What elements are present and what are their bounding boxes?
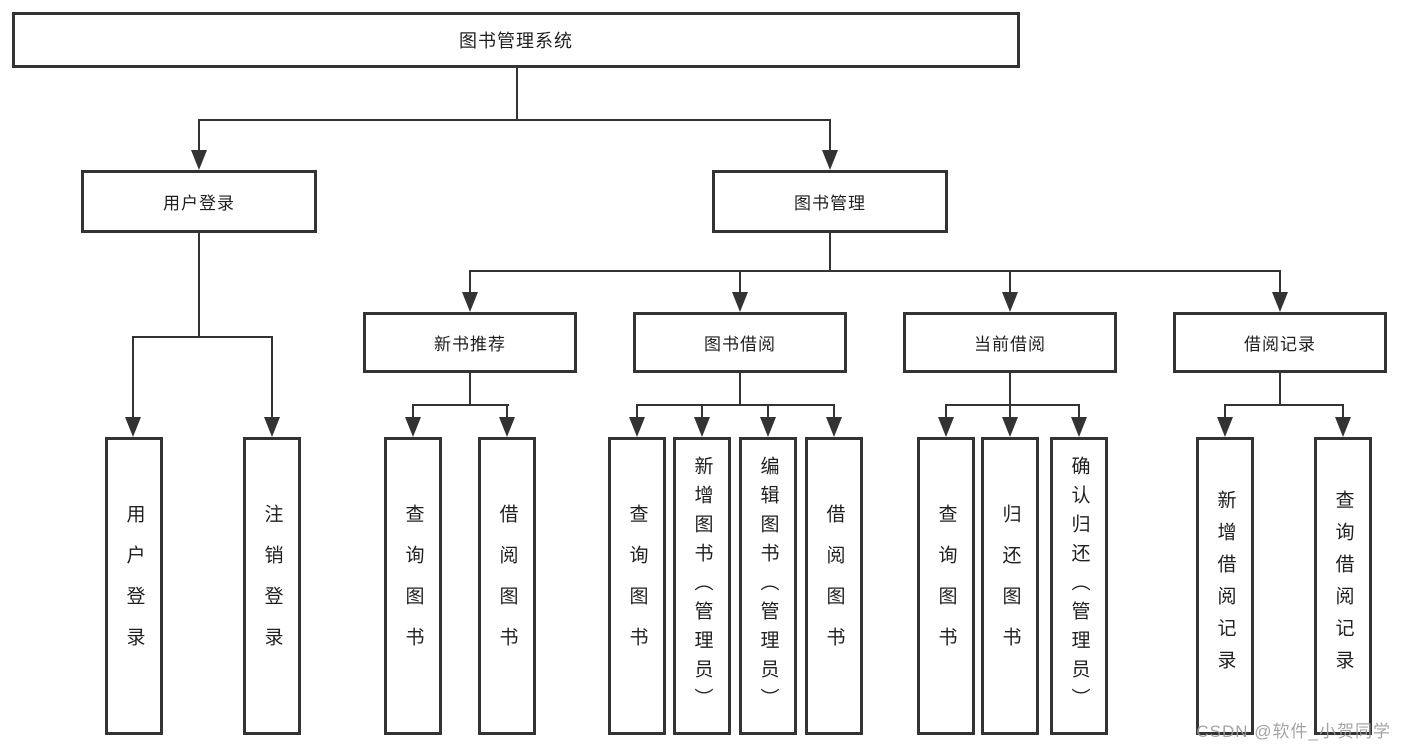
leaf-newbook-borrow: 借阅图书 — [478, 437, 536, 735]
connector-line — [701, 404, 703, 421]
node-book-borrow: 图书借阅 — [633, 312, 847, 373]
arrowhead-icon — [125, 417, 141, 437]
watermark: CSDN @软件_小贺同学 — [1196, 722, 1391, 741]
arrowhead-icon — [1335, 417, 1351, 437]
connector-line — [469, 270, 1281, 272]
leaf-borrow-add-admin: 新增图书（管理员） — [673, 437, 731, 735]
connector-line — [412, 404, 509, 406]
leaf-current-query: 查询图书 — [917, 437, 975, 735]
arrowhead-icon — [1272, 292, 1288, 312]
arrowhead-icon — [499, 417, 515, 437]
connector-line — [829, 233, 831, 272]
arrowhead-icon — [264, 417, 280, 437]
connector-line — [1224, 404, 1344, 406]
leaf-borrow-query: 查询图书 — [608, 437, 666, 735]
leaf-records-query: 查询借阅记录 — [1314, 437, 1372, 735]
connector-line — [1342, 404, 1344, 421]
connector-line — [198, 119, 831, 121]
connector-line — [739, 373, 741, 406]
connector-line — [1009, 373, 1011, 406]
node-current-borrow: 当前借阅 — [903, 312, 1117, 373]
leaf-borrow-edit-admin: 编辑图书（管理员） — [739, 437, 797, 735]
connector-line — [469, 270, 471, 296]
node-book-management: 图书管理 — [712, 170, 948, 233]
arrowhead-icon — [938, 417, 954, 437]
leaf-newbook-query: 查询图书 — [384, 437, 442, 735]
connector-line — [636, 404, 835, 406]
connector-line — [516, 68, 518, 121]
arrowhead-icon — [732, 292, 748, 312]
connector-line — [945, 404, 1080, 406]
node-new-book: 新书推荐 — [363, 312, 577, 373]
connector-line — [945, 404, 947, 421]
node-user-login: 用户登录 — [81, 170, 317, 233]
connector-line — [271, 336, 273, 422]
leaf-borrow-book: 借阅图书 — [805, 437, 863, 735]
connector-line — [636, 404, 638, 421]
arrowhead-icon — [1002, 417, 1018, 437]
arrowhead-icon — [629, 417, 645, 437]
leaf-current-confirm-admin: 确认归还（管理员） — [1050, 437, 1108, 735]
connector-line — [469, 373, 471, 406]
connector-line — [767, 404, 769, 421]
connector-line — [829, 119, 831, 156]
arrowhead-icon — [462, 292, 478, 312]
connector-line — [198, 119, 200, 156]
leaf-records-add: 新增借阅记录 — [1196, 437, 1254, 735]
arrowhead-icon — [405, 417, 421, 437]
connector-line — [833, 404, 835, 421]
arrowhead-icon — [826, 417, 842, 437]
connector-line — [1009, 270, 1011, 296]
arrowhead-icon — [1217, 417, 1233, 437]
arrowhead-icon — [191, 150, 207, 170]
connector-line — [132, 336, 134, 422]
node-root: 图书管理系统 — [12, 12, 1020, 68]
connector-line — [739, 270, 741, 296]
arrowhead-icon — [760, 417, 776, 437]
connector-line — [1078, 404, 1080, 421]
connector-line — [198, 233, 200, 338]
leaf-user-login: 用户登录 — [105, 437, 163, 735]
connector-line — [1009, 404, 1011, 421]
connector-line — [1224, 404, 1226, 421]
leaf-current-return: 归还图书 — [981, 437, 1039, 735]
connector-line — [412, 404, 414, 421]
arrowhead-icon — [694, 417, 710, 437]
node-borrow-records: 借阅记录 — [1173, 312, 1387, 373]
connector-line — [1279, 270, 1281, 296]
leaf-logout: 注销登录 — [243, 437, 301, 735]
arrowhead-icon — [1002, 292, 1018, 312]
connector-line — [132, 336, 273, 338]
arrowhead-icon — [822, 150, 838, 170]
arrowhead-icon — [1071, 417, 1087, 437]
connector-line — [1279, 373, 1281, 406]
connector-line — [506, 404, 508, 421]
